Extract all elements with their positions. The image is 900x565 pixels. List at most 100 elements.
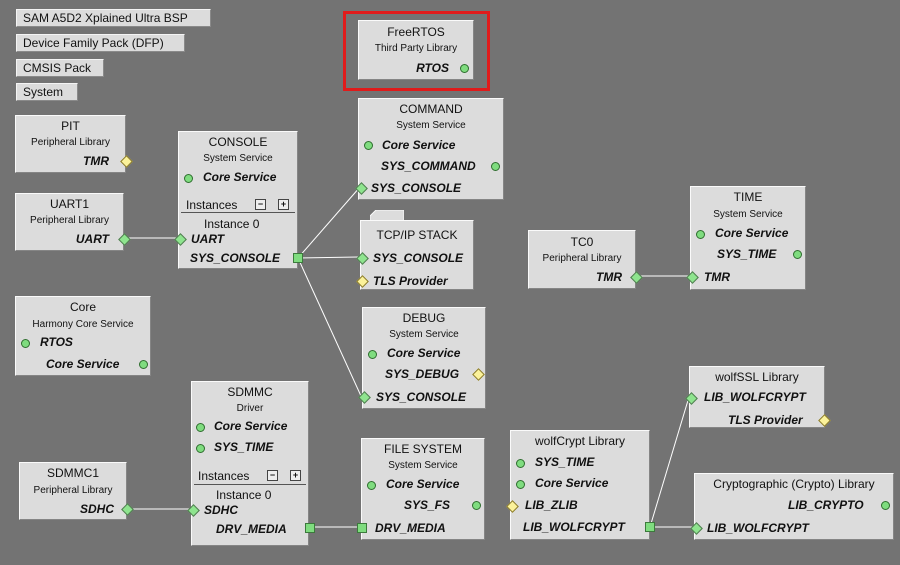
uart-port[interactable] [118,233,131,246]
component-subtitle: Third Party Library [374,43,458,54]
component-subtitle: Peripheral Library [33,485,113,496]
instances-label: Instances [186,198,238,212]
component-title: FILE SYSTEM [383,442,463,456]
component-title: Core [69,300,96,314]
instance-0-label: Instance 0 [204,217,260,231]
uart-port[interactable] [174,233,187,246]
core-service-port[interactable] [367,481,376,490]
tls-provider-port[interactable] [356,275,369,288]
sys-console-port[interactable] [356,252,369,265]
sys-console-label: SYS_CONSOLE [371,181,462,195]
component-title: FreeRTOS [387,25,445,39]
core-service-label: Core Service [214,419,288,433]
lib-wolfcrypt-port[interactable] [645,522,655,532]
sys-fs-port[interactable] [472,501,481,510]
sys-console-label: SYS_CONSOLE [376,390,467,404]
tmr-label: TMR [704,270,730,284]
add-instance-button[interactable]: + [290,470,301,481]
core-component[interactable]: Core Harmony Core Service RTOS Core Serv… [15,296,151,376]
lib-zlib-port[interactable] [506,500,519,513]
core-service-port[interactable] [368,350,377,359]
sys-time-port[interactable] [793,250,802,259]
sys-command-label: SYS_COMMAND [381,159,476,173]
tmr-label: TMR [83,154,109,168]
tcpip-stack-component[interactable]: TCP/IP STACK SYS_CONSOLE TLS Provider [356,220,474,290]
sys-time-label: SYS_TIME [214,440,274,454]
wire-console-tcpip [297,256,359,259]
drv-media-label: DRV_MEDIA [375,521,446,535]
core-service-label: Core Service [387,346,461,360]
rtos-port-label: RTOS [416,61,449,75]
sys-time-label: SYS_TIME [717,247,777,261]
drv-media-port[interactable] [357,523,367,533]
time-component[interactable]: TIME System Service Core Service SYS_TIM… [686,186,806,290]
crypto-library-component[interactable]: Cryptographic (Crypto) Library LIB_CRYPT… [690,473,894,540]
core-service-port[interactable] [696,230,705,239]
sdmmc1-component[interactable]: SDMMC1 Peripheral Library SDHC [19,462,134,520]
tmr-port[interactable] [630,271,643,284]
add-instance-button[interactable]: + [278,199,289,210]
wolfcrypt-library-component[interactable]: wolfCrypt Library SYS_TIME Core Service … [506,430,655,540]
core-service-port[interactable] [364,141,373,150]
wire-console-debug [297,257,362,397]
component-title: COMMAND [399,102,463,116]
drv-media-port[interactable] [305,523,315,533]
remove-instance-button[interactable]: − [255,199,266,210]
system-tag[interactable]: System [16,83,78,101]
rtos-port[interactable] [21,339,30,348]
sys-console-label: SYS_CONSOLE [373,251,464,265]
sys-command-port[interactable] [491,162,500,171]
console-component[interactable]: CONSOLE System Service Core Service Inst… [174,131,303,269]
component-subtitle: Driver [236,403,264,414]
sys-fs-label: SYS_FS [404,498,451,512]
tls-provider-port[interactable] [818,414,831,427]
sys-time-port[interactable] [516,459,525,468]
component-title: UART1 [49,197,90,211]
tmr-port[interactable] [686,271,699,284]
debug-component[interactable]: DEBUG System Service Core Service SYS_DE… [358,307,486,409]
instance-0-label: Instance 0 [216,488,272,502]
tmr-port[interactable] [120,155,133,168]
sdhc-label: SDHC [79,502,114,516]
tc0-component[interactable]: TC0 Peripheral Library TMR [528,230,643,289]
core-service-label: Core Service [46,357,120,371]
lib-wolfcrypt-label: LIB_WOLFCRYPT [707,521,809,535]
sys-time-label: SYS_TIME [535,455,595,469]
lib-wolfcrypt-port[interactable] [690,522,703,535]
sdmmc-component[interactable]: SDMMC Driver Core Service SYS_TIME Insta… [187,381,315,546]
core-service-port[interactable] [184,174,193,183]
uart1-component[interactable]: UART1 Peripheral Library UART [15,193,131,251]
pit-component[interactable]: PIT Peripheral Library TMR [15,115,133,173]
wire-wolfcrypt-wolfssl [649,396,690,528]
lib-wolfcrypt-port[interactable] [685,392,698,405]
file-system-component[interactable]: FILE SYSTEM System Service Core Service … [357,438,485,540]
freertos-component[interactable]: FreeRTOS Third Party Library RTOS [358,20,474,80]
cmsis-pack-tag[interactable]: CMSIS Pack [16,59,104,77]
sdhc-port[interactable] [121,503,134,516]
sys-console-port[interactable] [355,182,368,195]
component-subtitle: Peripheral Library [31,137,110,148]
core-service-label: Core Service [715,226,789,240]
rtos-capability-port[interactable] [460,64,469,73]
core-service-label: Core Service [535,476,609,490]
sys-console-label: SYS_CONSOLE [190,251,281,265]
sdhc-port[interactable] [187,504,200,517]
instance-divider [181,212,295,213]
sys-debug-port[interactable] [472,368,485,381]
instance-divider [194,484,306,485]
dfp-tag[interactable]: Device Family Pack (DFP) [16,34,185,52]
wolfssl-library-component[interactable]: wolfSSL Library LIB_WOLFCRYPT TLS Provid… [685,366,831,428]
sys-time-port[interactable] [196,444,205,453]
sys-console-port[interactable] [358,391,371,404]
bsp-tag[interactable]: SAM A5D2 Xplained Ultra BSP [16,9,211,27]
core-service-port[interactable] [516,480,525,489]
core-service-port[interactable] [139,360,148,369]
command-component[interactable]: COMMAND System Service Core Service SYS_… [355,98,504,200]
sys-console-port[interactable] [293,253,303,263]
core-service-port[interactable] [196,423,205,432]
component-subtitle: Harmony Core Service [32,319,134,330]
remove-instance-button[interactable]: − [267,470,278,481]
lib-crypto-port[interactable] [881,501,890,510]
component-title: Cryptographic (Crypto) Library [713,477,875,491]
